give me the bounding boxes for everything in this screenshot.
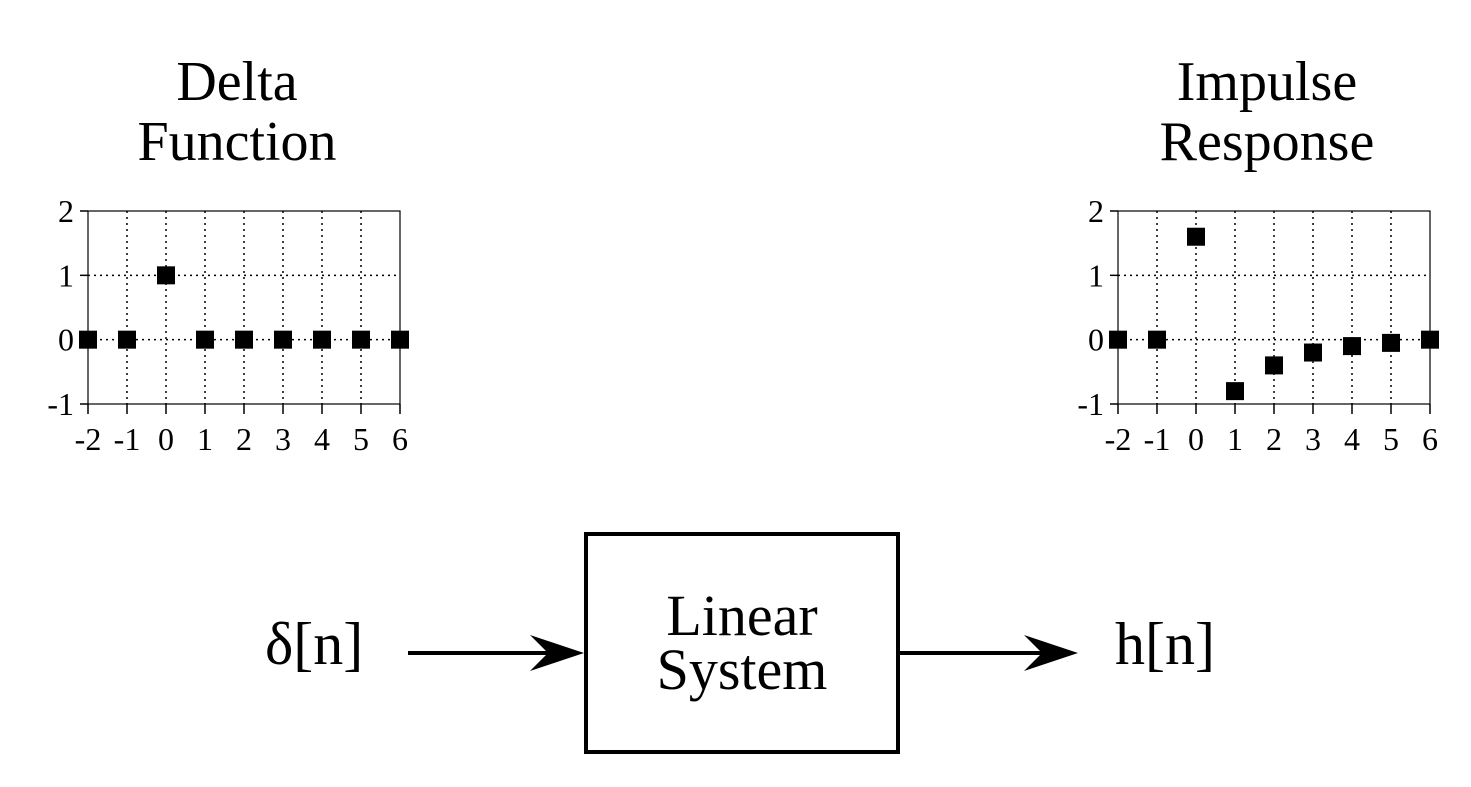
x-tick-label: 6 [1422,421,1438,457]
data-point [274,330,292,349]
delta-function-title: Delta Function [57,52,417,172]
x-tick-label: -1 [1144,421,1171,457]
title-line: Function [137,111,337,173]
x-tick-label: 2 [236,421,252,457]
x-tick-label: 1 [197,421,213,457]
y-tick-label: -1 [1077,386,1104,422]
data-point [1382,333,1400,352]
title-line: Impulse [1176,51,1358,113]
data-point [1304,343,1322,362]
input-arrow [408,635,584,671]
y-tick-label: 0 [58,322,74,358]
title-line: Delta [176,51,298,113]
x-tick-label: -2 [1105,421,1132,457]
data-point [313,330,331,349]
data-point [1343,337,1361,356]
linear-system-box: Linear System [584,532,900,754]
data-point [1187,227,1205,246]
x-tick-label: 4 [1344,421,1360,457]
data-point [79,330,97,349]
output-arrow [896,635,1078,671]
x-tick-label: -2 [75,421,102,457]
y-tick-label: 1 [1088,257,1104,293]
y-tick-label: 2 [1088,193,1104,229]
x-tick-label: -1 [114,421,141,457]
data-point [235,330,253,349]
impulse-response-title: Impulse Response [1087,52,1447,172]
input-signal-label: δ[n] [265,611,364,677]
x-tick-label: 0 [1188,421,1204,457]
x-tick-label: 5 [353,421,369,457]
title-line: Response [1159,111,1375,173]
y-tick-label: 1 [58,257,74,293]
box-line: System [656,637,828,702]
x-tick-label: 3 [1305,421,1321,457]
y-tick-label: 0 [1088,322,1104,358]
x-tick-label: 4 [314,421,330,457]
y-tick-label: -1 [47,386,74,422]
data-point [1109,330,1127,349]
data-point [1148,330,1166,349]
x-tick-label: 3 [275,421,291,457]
x-tick-label: 5 [1383,421,1399,457]
x-tick-label: 6 [392,421,408,457]
data-point [391,330,409,349]
x-tick-label: 0 [158,421,174,457]
data-point [1265,356,1283,375]
x-tick-label: 1 [1227,421,1243,457]
data-point [1421,330,1439,349]
x-tick-label: 2 [1266,421,1282,457]
data-point [196,330,214,349]
y-tick-label: 2 [58,193,74,229]
output-signal-label: h[n] [1115,611,1215,677]
data-point [1226,382,1244,401]
data-point [157,266,175,285]
data-point [352,330,370,349]
data-point [118,330,136,349]
box-line: Linear [666,583,818,648]
